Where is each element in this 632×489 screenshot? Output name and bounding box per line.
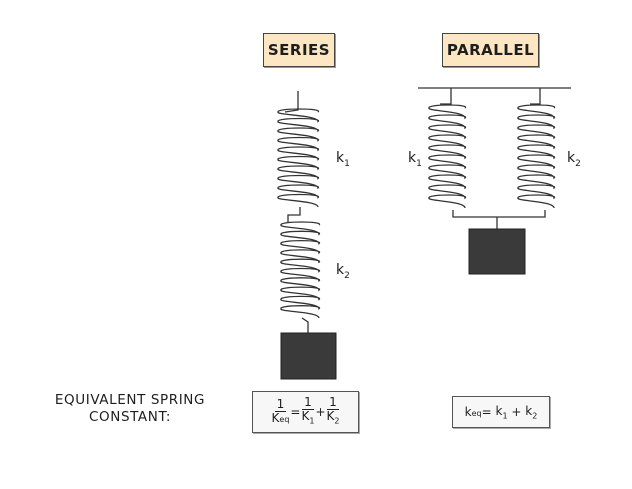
parallel-header: PARALLEL — [442, 33, 539, 67]
caption-line-1: EQUIVALENT SPRING — [54, 392, 206, 408]
keq-term: keq — [464, 405, 482, 419]
lhs-fraction: 1 Keq — [271, 397, 290, 425]
equals-sign: = — [290, 405, 301, 419]
series-middle-wire — [287, 207, 301, 222]
caption-line-2: CONSTANT: — [89, 409, 171, 425]
parallel-left-top-wire — [440, 88, 452, 105]
k2-fraction: 1 K2 — [326, 395, 340, 426]
k2-term: k2 — [525, 403, 538, 421]
k1-term: k1 — [495, 403, 508, 421]
series-k1-label: k1 — [336, 150, 350, 169]
parallel-k2-label: k2 — [567, 150, 581, 169]
parallel-spring-k2 — [517, 104, 555, 209]
parallel-spring-k1 — [428, 104, 466, 209]
series-spring-k2 — [280, 221, 320, 319]
series-formula: 1 Keq = 1 K1 + 1 K2 — [252, 391, 359, 433]
plus-sign: + — [315, 405, 326, 419]
plus-sign: + — [511, 405, 522, 419]
parallel-k1-label: k1 — [408, 150, 422, 169]
k1-fraction: 1 K1 — [301, 395, 315, 426]
series-top-wire — [284, 91, 299, 113]
equals-sign: = — [481, 405, 492, 419]
series-header: SERIES — [263, 33, 335, 67]
parallel-header-text: PARALLEL — [446, 41, 535, 59]
series-header-text: SERIES — [267, 41, 331, 59]
series-spring-k1 — [277, 108, 319, 208]
series-bottom-wire — [301, 317, 309, 333]
series-k2-label: k2 — [336, 262, 350, 281]
equivalent-constant-caption: EQUIVALENT SPRING CONSTANT: — [40, 392, 220, 426]
parallel-assembly — [428, 88, 555, 229]
series-assembly — [277, 91, 320, 333]
parallel-formula: keq = k1 + k2 — [452, 396, 550, 428]
parallel-crossbar — [452, 210, 546, 218]
parallel-mass — [468, 228, 526, 275]
series-mass — [280, 332, 337, 380]
parallel-right-top-wire — [530, 88, 541, 105]
